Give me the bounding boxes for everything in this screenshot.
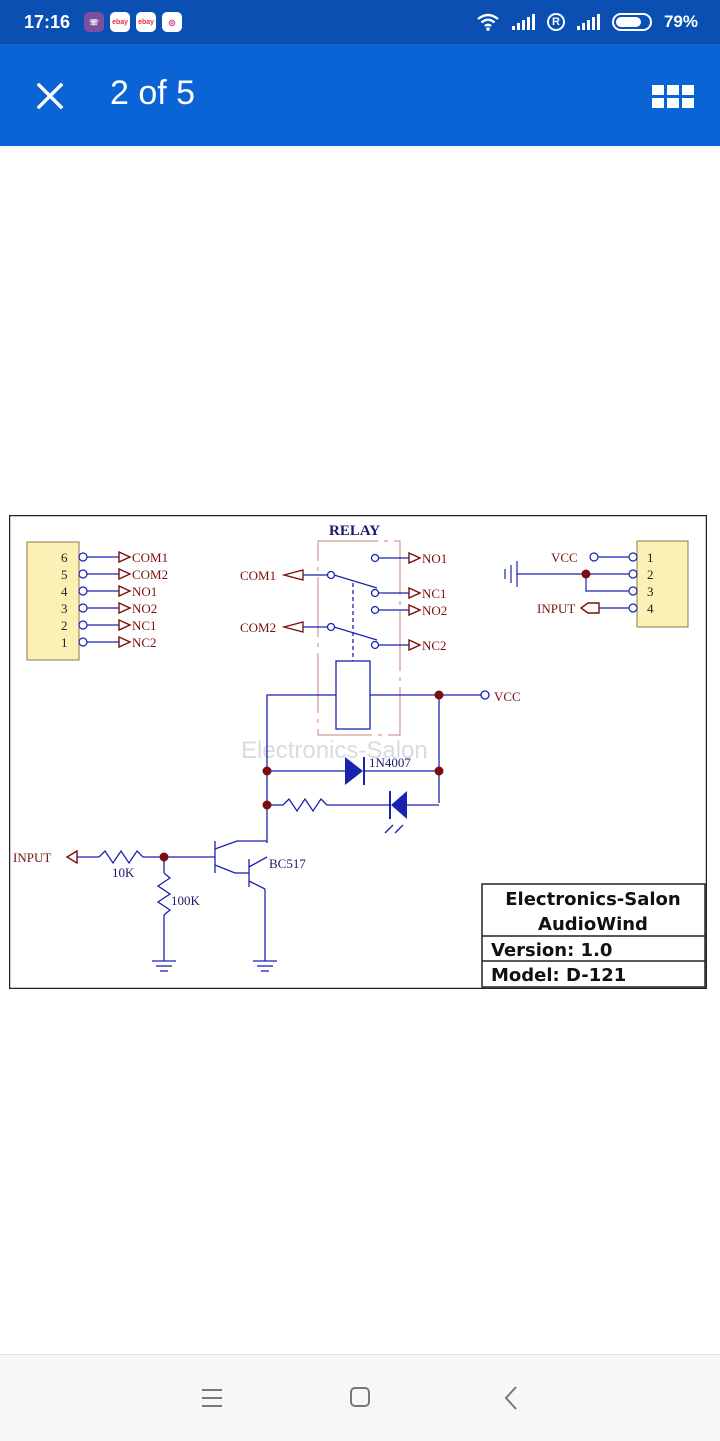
input-arrow: [65, 849, 78, 865]
pin-number: 5: [61, 567, 68, 582]
pin-number: 4: [61, 584, 68, 599]
vcc-label: VCC: [494, 689, 521, 704]
status-indicators: R 79%: [476, 0, 698, 44]
nc1-label: NC1: [422, 586, 447, 601]
instagram-icon: ◎: [162, 12, 183, 32]
pin-number: 2: [61, 618, 68, 633]
signal-icon: [511, 14, 535, 30]
diode-symbol: [345, 757, 363, 785]
com2-label: COM2: [240, 620, 276, 635]
pin-number: 2: [647, 567, 654, 582]
right-connector: [636, 540, 689, 628]
grid-icon: [667, 84, 679, 95]
battery-percent: 79%: [663, 12, 698, 31]
left-connector-arrows: [118, 550, 132, 649]
title-model: Model: D-121: [491, 965, 626, 986]
pin-number: 4: [647, 601, 654, 616]
diode-label: 1N4007: [369, 755, 411, 770]
menu-icon: [202, 1389, 222, 1407]
relay-title: RELAY: [329, 523, 380, 539]
pin-label: COM2: [132, 567, 168, 582]
grid-icon: [652, 84, 664, 95]
status-bar: 17:16 ☏ ebay ebay ◎ R 79%: [0, 0, 720, 44]
left-connector: [26, 541, 80, 661]
home-icon: [350, 1387, 370, 1407]
viber-icon: ☏: [84, 12, 105, 32]
title-product: AudioWind: [538, 914, 648, 935]
vcc-header-label: VCC: [551, 550, 578, 565]
wifi-icon: [477, 13, 499, 31]
nc2-label: NC2: [422, 638, 447, 653]
menu-button[interactable]: [192, 1381, 232, 1415]
pin-label: NO2: [132, 601, 157, 616]
left-connector-pins: [78, 552, 119, 647]
grid-view-button[interactable]: [652, 78, 694, 114]
transistor-label: BC517: [269, 856, 306, 871]
close-icon: [36, 82, 64, 110]
signal-icon: [576, 14, 600, 30]
image-viewer[interactable]: Electronics-Salon 6 5 4 3 2 1 COM1 COM2 …: [0, 146, 720, 1354]
resistor-label-100k: 100K: [171, 893, 201, 908]
back-icon: [504, 1386, 517, 1410]
title-company: Electronics-Salon: [505, 889, 681, 910]
grid-icon: [682, 97, 694, 108]
back-button[interactable]: [492, 1381, 532, 1415]
pin-label: COM1: [132, 550, 168, 565]
app-bar: 2 of 5: [0, 44, 720, 146]
grid-icon: [652, 97, 664, 108]
led-symbol: [391, 791, 407, 819]
input-label: INPUT: [13, 850, 51, 865]
pin-label: NC2: [132, 635, 157, 650]
home-button[interactable]: [340, 1381, 380, 1415]
title-block: Electronics-Salon AudioWind Version: 1.0…: [481, 883, 706, 988]
relay-outline: [317, 540, 401, 736]
status-time: 17:16: [24, 11, 71, 32]
no1-label: NO1: [422, 551, 447, 566]
watermark: Electronics-Salon: [241, 737, 428, 764]
roaming-icon: R: [546, 13, 565, 31]
input-header-label: INPUT: [537, 601, 575, 616]
pin-number: 1: [647, 550, 654, 565]
pin-number: 1: [61, 635, 68, 650]
pin-label: NO1: [132, 584, 157, 599]
close-button[interactable]: [30, 76, 70, 116]
grid-icon: [682, 84, 694, 95]
navigation-bar: [0, 1354, 720, 1441]
ebay-icon: ebay: [136, 12, 157, 32]
battery-level: [615, 17, 642, 27]
pin-number: 3: [61, 601, 68, 616]
ebay-icon: ebay: [110, 12, 131, 32]
grid-icon: [667, 97, 679, 108]
page-counter: 2 of 5: [110, 74, 196, 112]
relay-schematic-image: Electronics-Salon 6 5 4 3 2 1 COM1 COM2 …: [9, 515, 707, 989]
pin-number: 3: [647, 584, 654, 599]
pin-number: 6: [61, 550, 68, 565]
pin-label: NC1: [132, 618, 157, 633]
no2-label: NO2: [422, 603, 447, 618]
notification-icons: ☏ ebay ebay ◎: [84, 12, 183, 32]
com1-label: COM1: [240, 568, 276, 583]
title-version: Version: 1.0: [491, 940, 612, 961]
battery-icon: [611, 13, 652, 31]
resistor-label-10k: 10K: [112, 865, 135, 880]
